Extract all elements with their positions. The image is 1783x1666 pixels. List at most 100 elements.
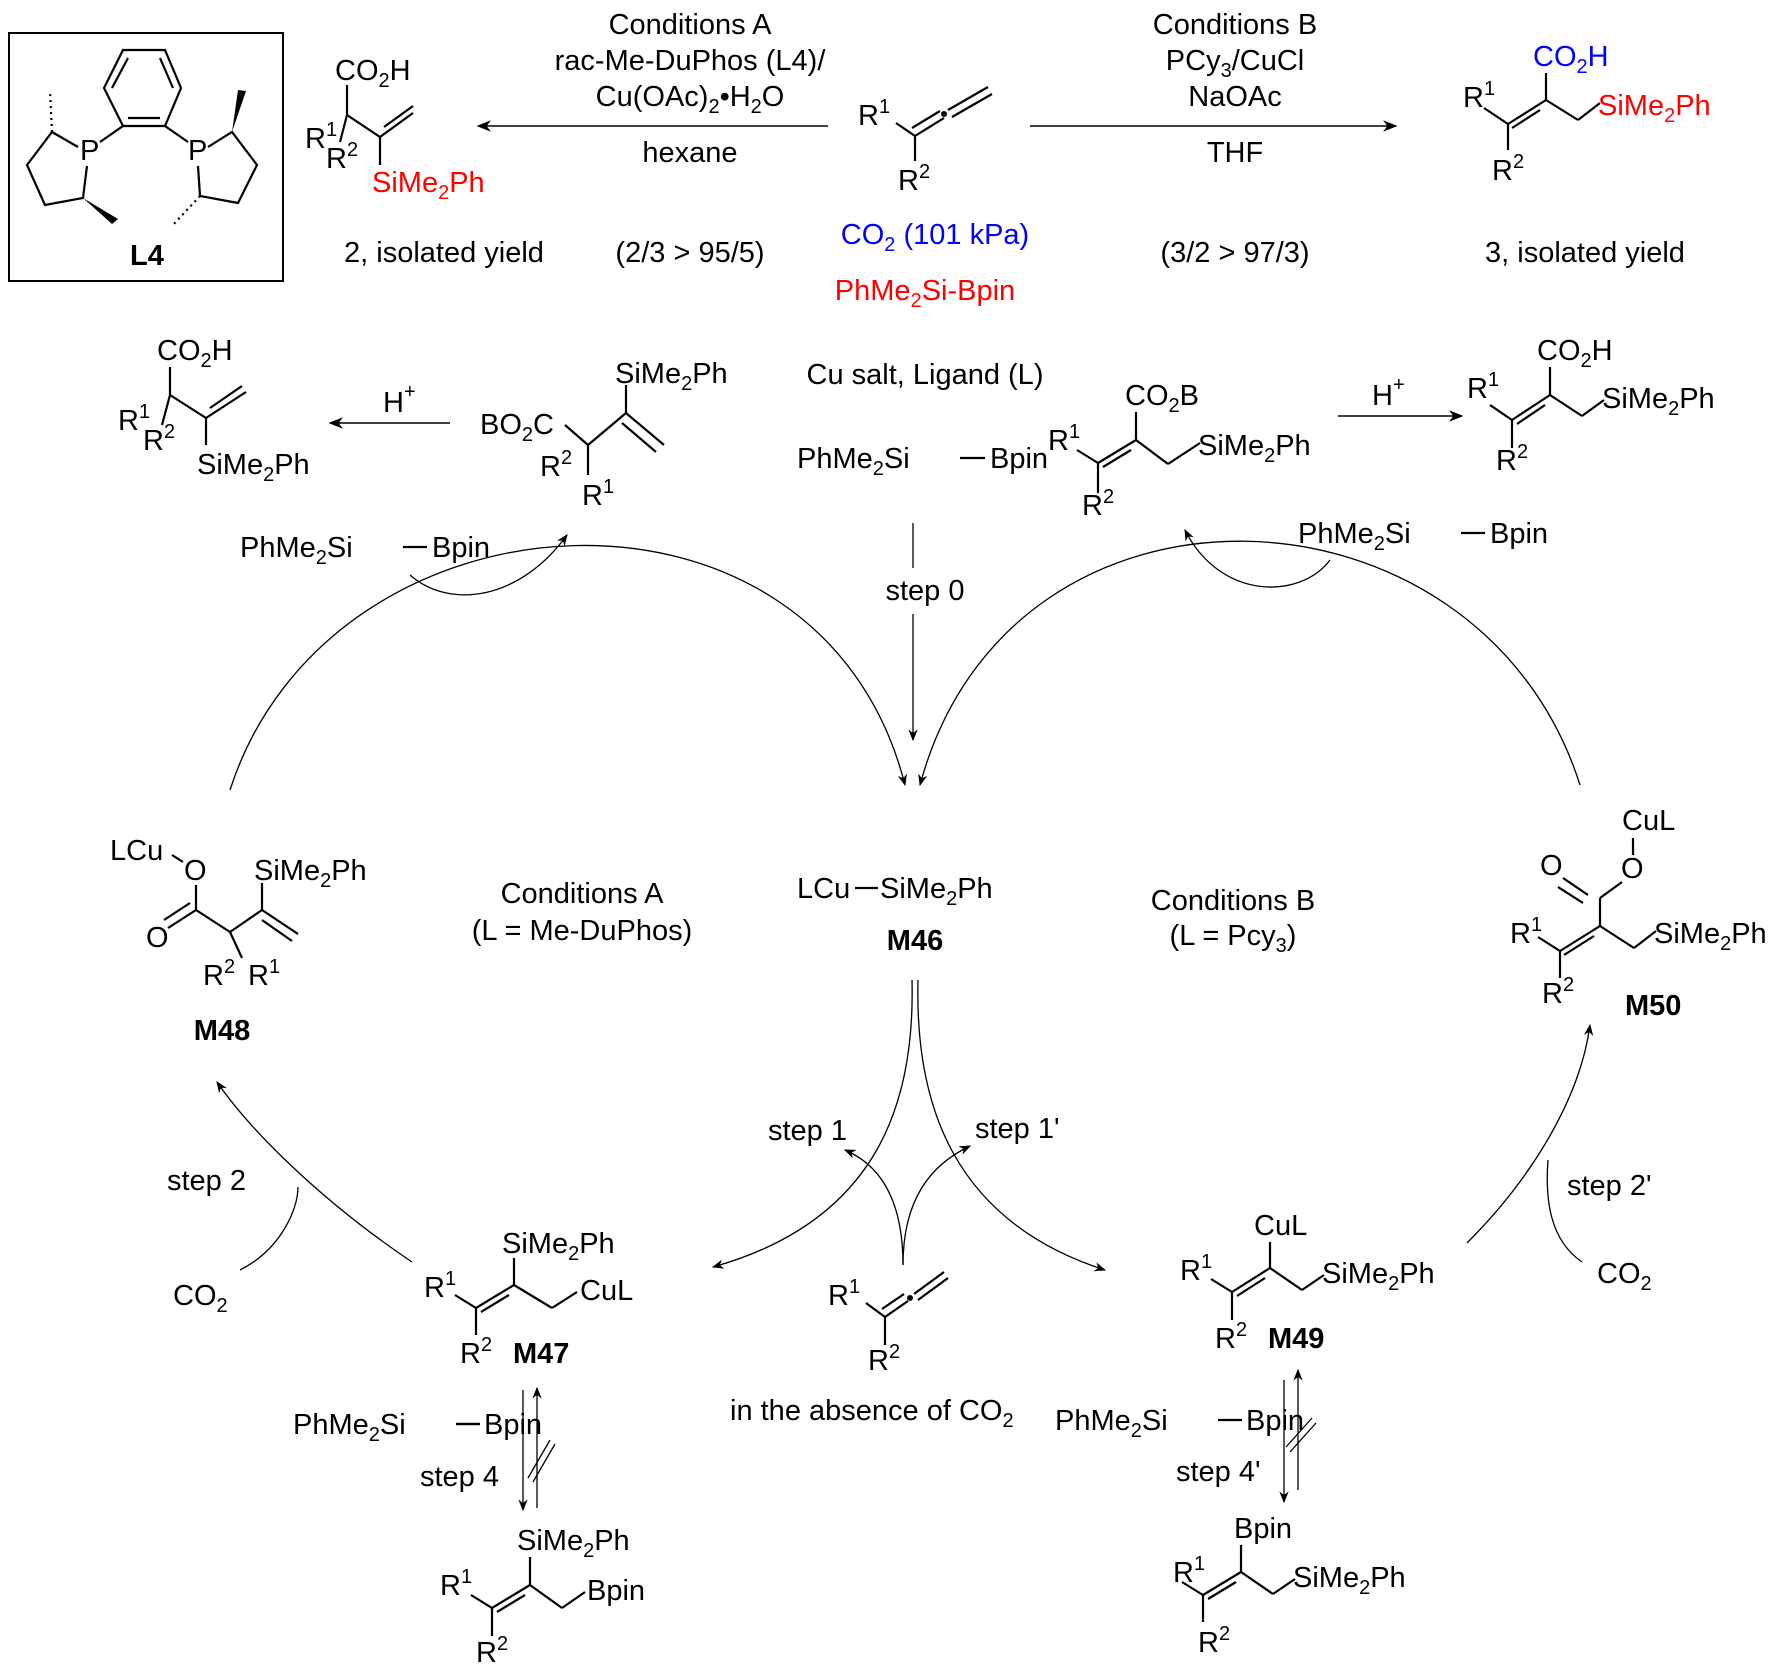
- chem-label-part: PCy: [1166, 45, 1221, 77]
- chem-label-part: Ph: [1731, 918, 1766, 950]
- chem-label: Bpin: [432, 532, 490, 564]
- chem-label: Conditions A: [501, 878, 664, 910]
- chem-label: H+: [1372, 374, 1405, 412]
- chem-label-part: B: [1180, 380, 1199, 412]
- bond-line: [564, 424, 589, 446]
- bond-line: [1167, 442, 1201, 465]
- chem-label: SiMe2Ph: [1322, 1258, 1435, 1295]
- ligand-label: L4: [130, 240, 164, 272]
- bond-line: [1210, 1278, 1233, 1293]
- chem-label-part: 2: [708, 96, 719, 118]
- conditions-b-top: Conditions B PCy3/CuCl NaOAc THF (3/2 > …: [1030, 9, 1398, 269]
- step-4-product: SiMe2Ph R1 R2 Bpin: [440, 1525, 645, 1666]
- chem-label: R1: [424, 1268, 456, 1304]
- benzene-ring: [102, 48, 183, 128]
- chem-label-part: 1: [1531, 914, 1542, 936]
- chem-label: R1: [305, 119, 337, 155]
- chem-label-part: Ph: [579, 1228, 614, 1260]
- chem-label-part: 1: [269, 956, 280, 978]
- protonation-arrow-right: H+: [1338, 374, 1464, 422]
- chem-label: SiMe2Ph: [1198, 430, 1311, 467]
- bond-line: [1507, 99, 1547, 125]
- chem-label: R1: [858, 96, 890, 132]
- chem-label-part: 2: [1194, 237, 1210, 269]
- chem-label-part: , isolated yield: [1501, 237, 1685, 269]
- chem-label-part: Ph: [957, 873, 992, 905]
- chem-label: SiMe2Ph: [502, 1228, 615, 1265]
- bond-line: [195, 909, 231, 933]
- bond-line: [158, 57, 175, 89]
- chem-label: Bpin: [587, 1575, 645, 1607]
- chem-label: CO2H: [335, 55, 411, 92]
- ligand-l4-structure: P P L4: [8, 32, 284, 282]
- chem-label-part: CO: [173, 1280, 217, 1312]
- bond-line: [229, 909, 263, 933]
- chem-label-part: R: [1215, 1323, 1236, 1355]
- chem-label-part: H: [1588, 41, 1609, 73]
- bond-line: [1562, 877, 1589, 896]
- chem-label: R2: [898, 161, 930, 197]
- chem-label-part: PhMe: [797, 443, 873, 475]
- chem-label-part: Si: [884, 443, 910, 475]
- chem-label-part: 2: [1219, 1623, 1230, 1645]
- step-2p-arrow: [1466, 1023, 1594, 1244]
- chem-label: SiMe2Ph: [1598, 90, 1711, 127]
- chem-label-part: R: [582, 480, 603, 512]
- chem-label-part: /: [641, 237, 650, 269]
- chem-label: PhMe2Si: [240, 532, 353, 569]
- chem-label-part: Cu(OAc): [596, 81, 709, 113]
- chem-label: CO2H: [1537, 335, 1613, 372]
- chem-label-part: H: [383, 387, 404, 419]
- chem-label-part: 2: [164, 421, 175, 443]
- chem-label-part: Si: [1142, 1405, 1168, 1437]
- m48-label: M48: [194, 1015, 250, 1047]
- allene-substrate-top: R1 R2 CO2 (101 kPa) PhMe2Si-Bpin: [835, 86, 1029, 312]
- bond-line: [1511, 109, 1541, 129]
- bond-line: [587, 412, 627, 446]
- arc-m50-to-m46: [918, 540, 1581, 787]
- chem-label: SiMe2Ph: [254, 855, 367, 892]
- chem-label-part: Ph: [331, 855, 366, 887]
- bond-line: [169, 394, 207, 419]
- bond-line: [913, 1271, 945, 1295]
- m46-label: M46: [887, 925, 943, 957]
- bond-line: [111, 57, 129, 89]
- m49-label: M49: [1268, 1323, 1324, 1355]
- selectivity-a: (2/3 > 95/5): [615, 237, 764, 269]
- chem-label-part: R: [1173, 1557, 1194, 1589]
- chem-label: H+: [383, 381, 416, 419]
- bond-line: [527, 1439, 551, 1479]
- cycle-right-acid-product: CO2H R1 R2 SiMe2Ph: [1467, 335, 1715, 477]
- bond-line: [1102, 449, 1132, 468]
- chem-label-part: 2: [884, 234, 895, 256]
- chem-label-part: 2: [481, 1334, 492, 1356]
- chem-label-part: 2: [1388, 1273, 1399, 1295]
- bond-line: [1076, 449, 1099, 464]
- chem-label-part: R: [476, 1637, 497, 1666]
- bond-line: [1581, 399, 1605, 417]
- chem-label-part: SiMe: [1322, 1258, 1388, 1290]
- chem-label-part: rac: [555, 45, 595, 77]
- chem-label: R1: [248, 956, 280, 992]
- bond-line: [561, 1591, 586, 1609]
- chem-label-part: R: [440, 1570, 461, 1602]
- chem-label: PhMe2Si: [1298, 518, 1411, 555]
- chem-label: O: [1621, 853, 1644, 885]
- chem-label-part: SiMe: [1602, 383, 1668, 415]
- chem-label-part: 2: [1641, 1273, 1652, 1295]
- chem-label-part: BO: [480, 409, 522, 441]
- chem-label-part: 3: [649, 237, 665, 269]
- phosphorus-right: P: [188, 135, 207, 167]
- boryl-ester-right: CO2B R1 R2 SiMe2Ph: [1048, 380, 1311, 522]
- product-2-caption: 2, isolated yield: [344, 237, 544, 269]
- chem-label: Conditions B: [1151, 885, 1315, 917]
- bond-line: [914, 117, 945, 137]
- m47-label: M47: [513, 1338, 569, 1370]
- chem-label: Cu salt, Ligand (L): [807, 359, 1044, 391]
- chem-label: PhMe2Si: [797, 443, 910, 480]
- bond-line: [383, 105, 414, 128]
- chem-label: Conditions A: [609, 9, 772, 41]
- chem-label-part: H: [1592, 335, 1613, 367]
- bond-line: [171, 854, 184, 863]
- chem-label-part: 2: [201, 350, 212, 372]
